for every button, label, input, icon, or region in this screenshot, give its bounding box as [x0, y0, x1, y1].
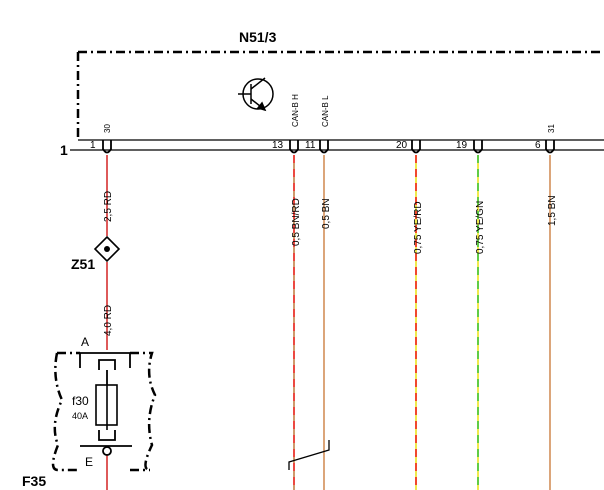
wire-label-0-75-ye-gn: 0,75 YE/GN	[475, 201, 486, 254]
connector-a	[79, 352, 131, 385]
fuse-rating: 40A	[72, 411, 88, 421]
connector-top-label: A	[81, 335, 89, 349]
wire-label-0-5-bn: 0,5 BN	[321, 198, 332, 229]
fuse-icon	[95, 384, 118, 430]
can-low-label: CAN-B L	[321, 95, 330, 127]
wire-label-0-5-bn-rd: 0,5 BN/RD	[291, 198, 302, 246]
wire-label-1-5-bn: 1,5 BN	[547, 195, 558, 226]
wire-label-2-5-rd: 2,5 RD	[103, 191, 114, 222]
pin-number-20: 20	[396, 140, 408, 151]
can-high-label: CAN-B H	[291, 94, 300, 127]
module-outline	[76, 50, 604, 140]
connector-e	[80, 430, 132, 456]
pin-1-terminal: 30	[103, 124, 112, 133]
wire-label-0-75-ye-rd: 0,75 YE/RD	[413, 201, 424, 254]
pin-number-1: 1	[90, 140, 96, 151]
connector-bottom-label: E	[85, 455, 93, 469]
pin-6-terminal: 31	[547, 124, 556, 133]
pin-number-6: 6	[535, 140, 541, 151]
connector-row-label: 1	[60, 142, 68, 158]
pin-number-13: 13	[272, 140, 284, 151]
splice-name: Z51	[71, 256, 95, 272]
splice-z51-icon	[93, 235, 121, 263]
pin-number-19: 19	[456, 140, 468, 151]
transistor-icon	[238, 77, 274, 112]
module-name: N51/3	[239, 29, 277, 45]
pin-sockets	[102, 140, 555, 154]
wire-label-4-0-rd: 4,0 RD	[103, 305, 114, 336]
fuse-name: f30	[72, 394, 89, 408]
twisted-pair-marker	[288, 440, 330, 470]
fuse-box-name: F35	[22, 473, 46, 489]
pin-number-11: 11	[305, 140, 316, 151]
